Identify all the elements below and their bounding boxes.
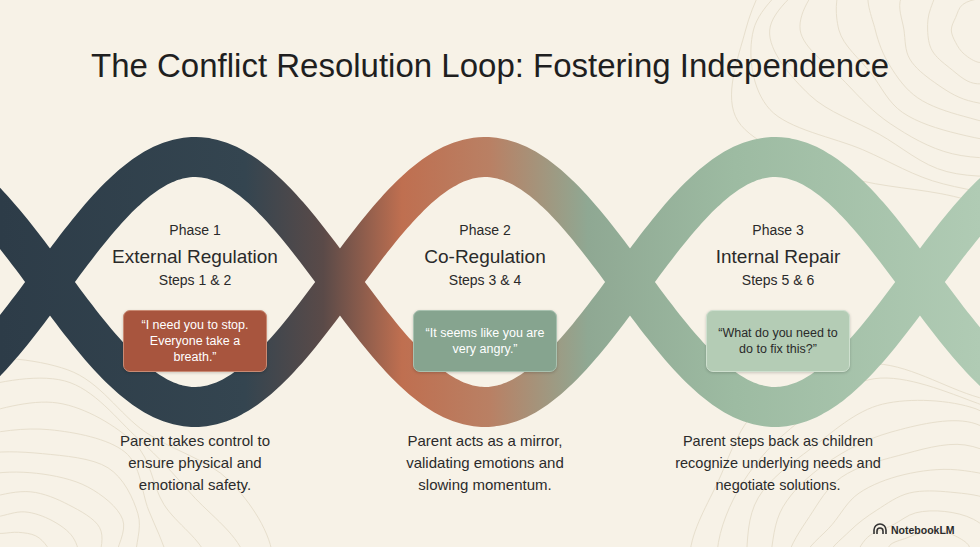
phase-loop: Phase 2 Co-RegulationSteps 3 & 4 “It seems…	[345, 220, 625, 390]
contour-line	[0, 472, 124, 547]
quote-box: “I need you to stop. Everyone take a bre…	[123, 310, 267, 372]
contour-line	[0, 452, 146, 547]
contour-line	[951, 0, 980, 63]
ribbon-strand	[0, 157, 980, 407]
phase-description: Parent acts as a mirror, validating emot…	[385, 430, 585, 496]
phase-loop: Phase 1 External RegulationSteps 1 & 2 “I …	[55, 220, 335, 390]
contour-line	[928, 0, 980, 84]
diagram-title: The Conflict Resolution Loop: Fostering …	[0, 46, 980, 86]
phase-description: Parent takes control to ensure physical …	[95, 430, 295, 496]
phase-name: Internal Repair	[638, 244, 918, 270]
phase-steps: Steps 3 & 4	[345, 270, 625, 290]
contour-line	[857, 511, 980, 547]
quote-box: “What do you need to do to fix this?”	[706, 310, 850, 372]
quote-text: “It seems like you are very angry.”	[424, 325, 546, 357]
phase-loop: Phase 3 Internal RepairSteps 5 & 6 “What d…	[638, 220, 918, 390]
phase-steps: Steps 1 & 2	[55, 270, 335, 290]
watermark-icon	[874, 524, 886, 534]
phase-description: Parent steps back as children recognize …	[669, 430, 887, 496]
contour-line	[0, 532, 53, 547]
watermark: NotebookLM	[891, 523, 976, 537]
phase-number: Phase 3	[638, 220, 918, 240]
phase-name: Co-Regulation	[345, 244, 625, 270]
contour-line	[0, 512, 79, 547]
ribbon-strand	[0, 157, 980, 407]
contour-line	[900, 0, 980, 105]
contour-line	[0, 492, 102, 547]
phase-steps: Steps 5 & 6	[638, 270, 918, 290]
quote-box: “It seems like you are very angry.”	[413, 310, 557, 372]
phase-name: External Regulation	[55, 244, 335, 270]
braid-ribbon	[0, 157, 980, 407]
phase-number: Phase 1	[55, 220, 335, 240]
watermark-glyph	[874, 524, 886, 534]
contour-line	[826, 491, 980, 547]
quote-text: “What do you need to do to fix this?”	[717, 325, 839, 357]
quote-text: “I need you to stop. Everyone take a bre…	[134, 317, 256, 365]
phase-number: Phase 2	[345, 220, 625, 240]
